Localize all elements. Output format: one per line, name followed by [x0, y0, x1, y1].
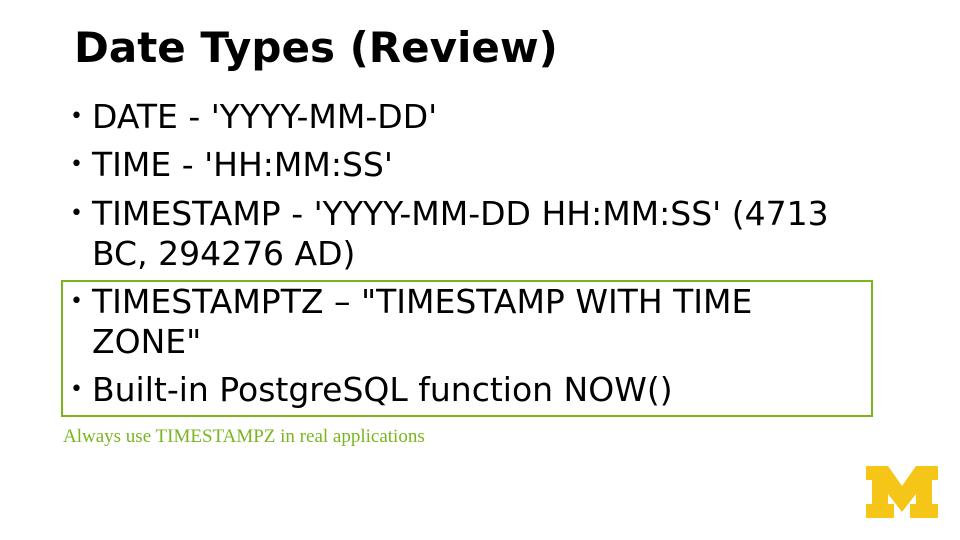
slide-title: Date Types (Review) — [74, 23, 558, 72]
bullet-icon: • — [70, 377, 83, 402]
bullet-time: • TIME - 'HH:MM:SS' — [70, 145, 393, 185]
bullet-now-text: Built-in PostgreSQL function NOW() — [92, 370, 673, 409]
bullet-icon: • — [70, 289, 83, 314]
callout-box — [61, 280, 873, 417]
bullet-date-text: DATE - 'YYYY-MM-DD' — [92, 97, 438, 136]
bullet-icon: • — [70, 104, 83, 129]
callout-note: Always use TIMESTAMPZ in real applicatio… — [63, 426, 425, 447]
bullet-timestamptz: • TIMESTAMPTZ – "TIMESTAMP WITH TIME ZON… — [70, 282, 862, 362]
bullet-icon: • — [70, 201, 83, 226]
bullet-timestamp: • TIMESTAMP - 'YYYY-MM-DD HH:MM:SS' (4713… — [70, 194, 852, 274]
bullet-icon: • — [70, 152, 83, 177]
block-m-shape — [866, 466, 938, 518]
bullet-time-text: TIME - 'HH:MM:SS' — [92, 145, 393, 184]
bullet-timestamp-text: TIMESTAMP - 'YYYY-MM-DD HH:MM:SS' (4713 … — [92, 194, 829, 273]
bullet-date: • DATE - 'YYYY-MM-DD' — [70, 97, 437, 137]
bullet-timestamptz-text: TIMESTAMPTZ – "TIMESTAMP WITH TIME ZONE" — [92, 282, 753, 361]
block-m-logo-icon — [866, 466, 938, 518]
bullet-now: • Built-in PostgreSQL function NOW() — [70, 370, 673, 410]
